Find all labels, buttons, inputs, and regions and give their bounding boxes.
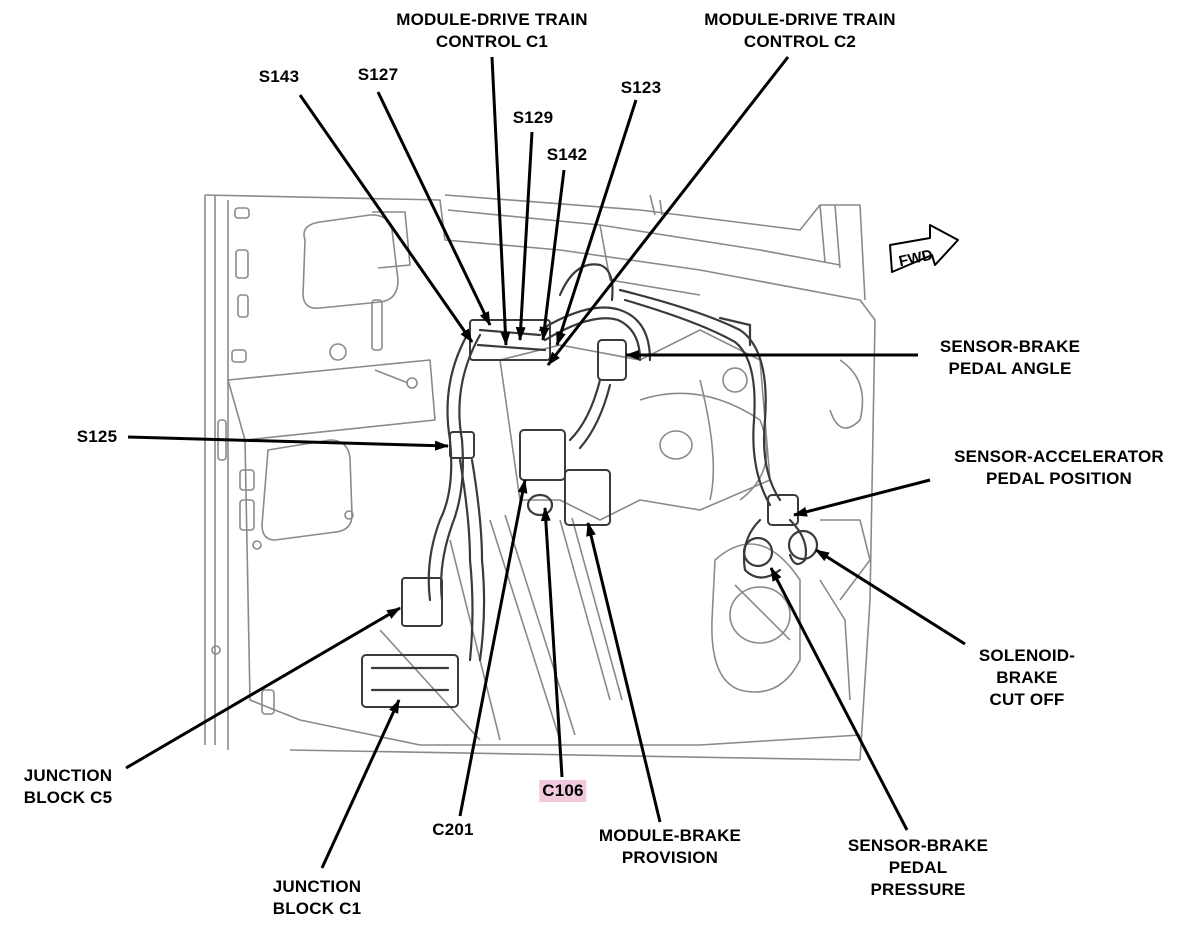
- leader-junction-block-c1: [320, 699, 401, 869]
- callout-s125: S125: [76, 427, 118, 446]
- leader-module-brake-provision: [586, 522, 662, 823]
- leader-c201: [458, 479, 528, 817]
- leader-c106: [540, 507, 564, 778]
- forward-direction-indicator: FWD: [889, 224, 959, 273]
- leader-solenoid-brake-cut-off: [815, 548, 966, 646]
- leader-s127: [376, 91, 492, 326]
- leader-junction-block-c5: [125, 606, 401, 770]
- leader-sensor-accelerator-pedal-position: [793, 478, 931, 517]
- leader-s123: [555, 99, 638, 346]
- wiring-harness: [361, 263, 819, 708]
- callout-s142: S142: [546, 145, 588, 164]
- callout-s123: S123: [620, 78, 662, 97]
- leader-module-drive-train-control-c2: [546, 56, 790, 366]
- leader-lines: [125, 56, 966, 869]
- leader-module-drive-train-control-c1: [490, 56, 511, 346]
- leader-s125: [127, 435, 449, 451]
- leader-sensor-brake-pedal-pressure: [769, 567, 909, 831]
- vehicle-body-drawing: [204, 194, 876, 761]
- callout-s143: S143: [258, 67, 300, 86]
- fwd-arrow-icon: [889, 224, 959, 273]
- callout-s127: S127: [357, 65, 399, 84]
- callout-c201: C201: [432, 820, 474, 839]
- fwd-label: FWD: [897, 247, 934, 271]
- leader-s142: [539, 169, 566, 341]
- leader-s129: [515, 131, 534, 341]
- leader-s143: [298, 94, 474, 343]
- callout-s129: S129: [512, 108, 554, 127]
- callout-c106: C106: [539, 780, 587, 802]
